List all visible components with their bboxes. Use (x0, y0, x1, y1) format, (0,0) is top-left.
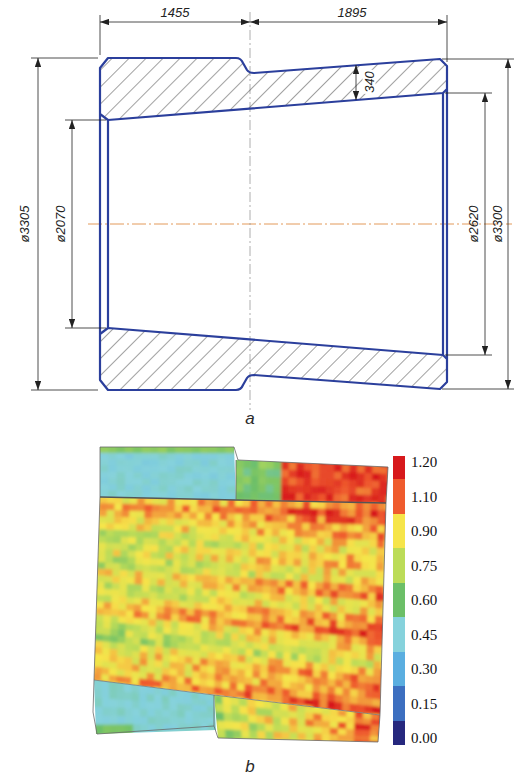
scale-label: 0.00 (411, 731, 437, 746)
bore-edge (446, 89, 448, 359)
heatmap-region (86, 670, 224, 744)
dimension-lines (31, 15, 514, 390)
scale-label: 0.30 (411, 662, 437, 677)
scale-swatch (393, 617, 405, 652)
scale-label: 0.15 (411, 696, 437, 711)
scale-label: 0.90 (411, 524, 437, 539)
dimension-label: ø2070 (54, 206, 67, 243)
section-wall (100, 58, 447, 120)
dimension-label: ø2620 (467, 206, 480, 243)
scale-label: 1.20 (411, 455, 437, 470)
scale-label: 1.10 (411, 489, 437, 504)
scale-label: 0.75 (411, 558, 437, 573)
scale-label: 0.45 (411, 627, 437, 642)
scale-swatch (393, 652, 405, 687)
scale-swatch (393, 548, 405, 583)
bore-edge (442, 93, 444, 355)
bore-edge (99, 114, 101, 334)
dimension-label: 1455 (161, 6, 190, 19)
dimension-label: ø3300 (491, 206, 504, 243)
dimension-label: 1895 (338, 6, 367, 19)
dimension-label: ø3305 (18, 206, 31, 243)
scale-swatch (393, 479, 405, 514)
heatmap-figure (86, 440, 396, 747)
scale-swatch (393, 686, 405, 721)
axis-line (88, 224, 512, 225)
scale-swatch (393, 721, 405, 745)
scale-swatch (393, 514, 405, 549)
scale-swatch (393, 456, 405, 480)
dimension-label: 340 (363, 70, 376, 94)
figure-label: b (245, 758, 254, 775)
heatmap-region (86, 490, 394, 724)
bore-edge (107, 120, 109, 328)
scale-swatch (393, 583, 405, 618)
figure-label: a (245, 410, 254, 427)
heatmap-outline (93, 447, 388, 742)
section-drawing (31, 12, 514, 410)
section-wall (100, 328, 447, 390)
scale-label: 0.60 (411, 593, 437, 608)
